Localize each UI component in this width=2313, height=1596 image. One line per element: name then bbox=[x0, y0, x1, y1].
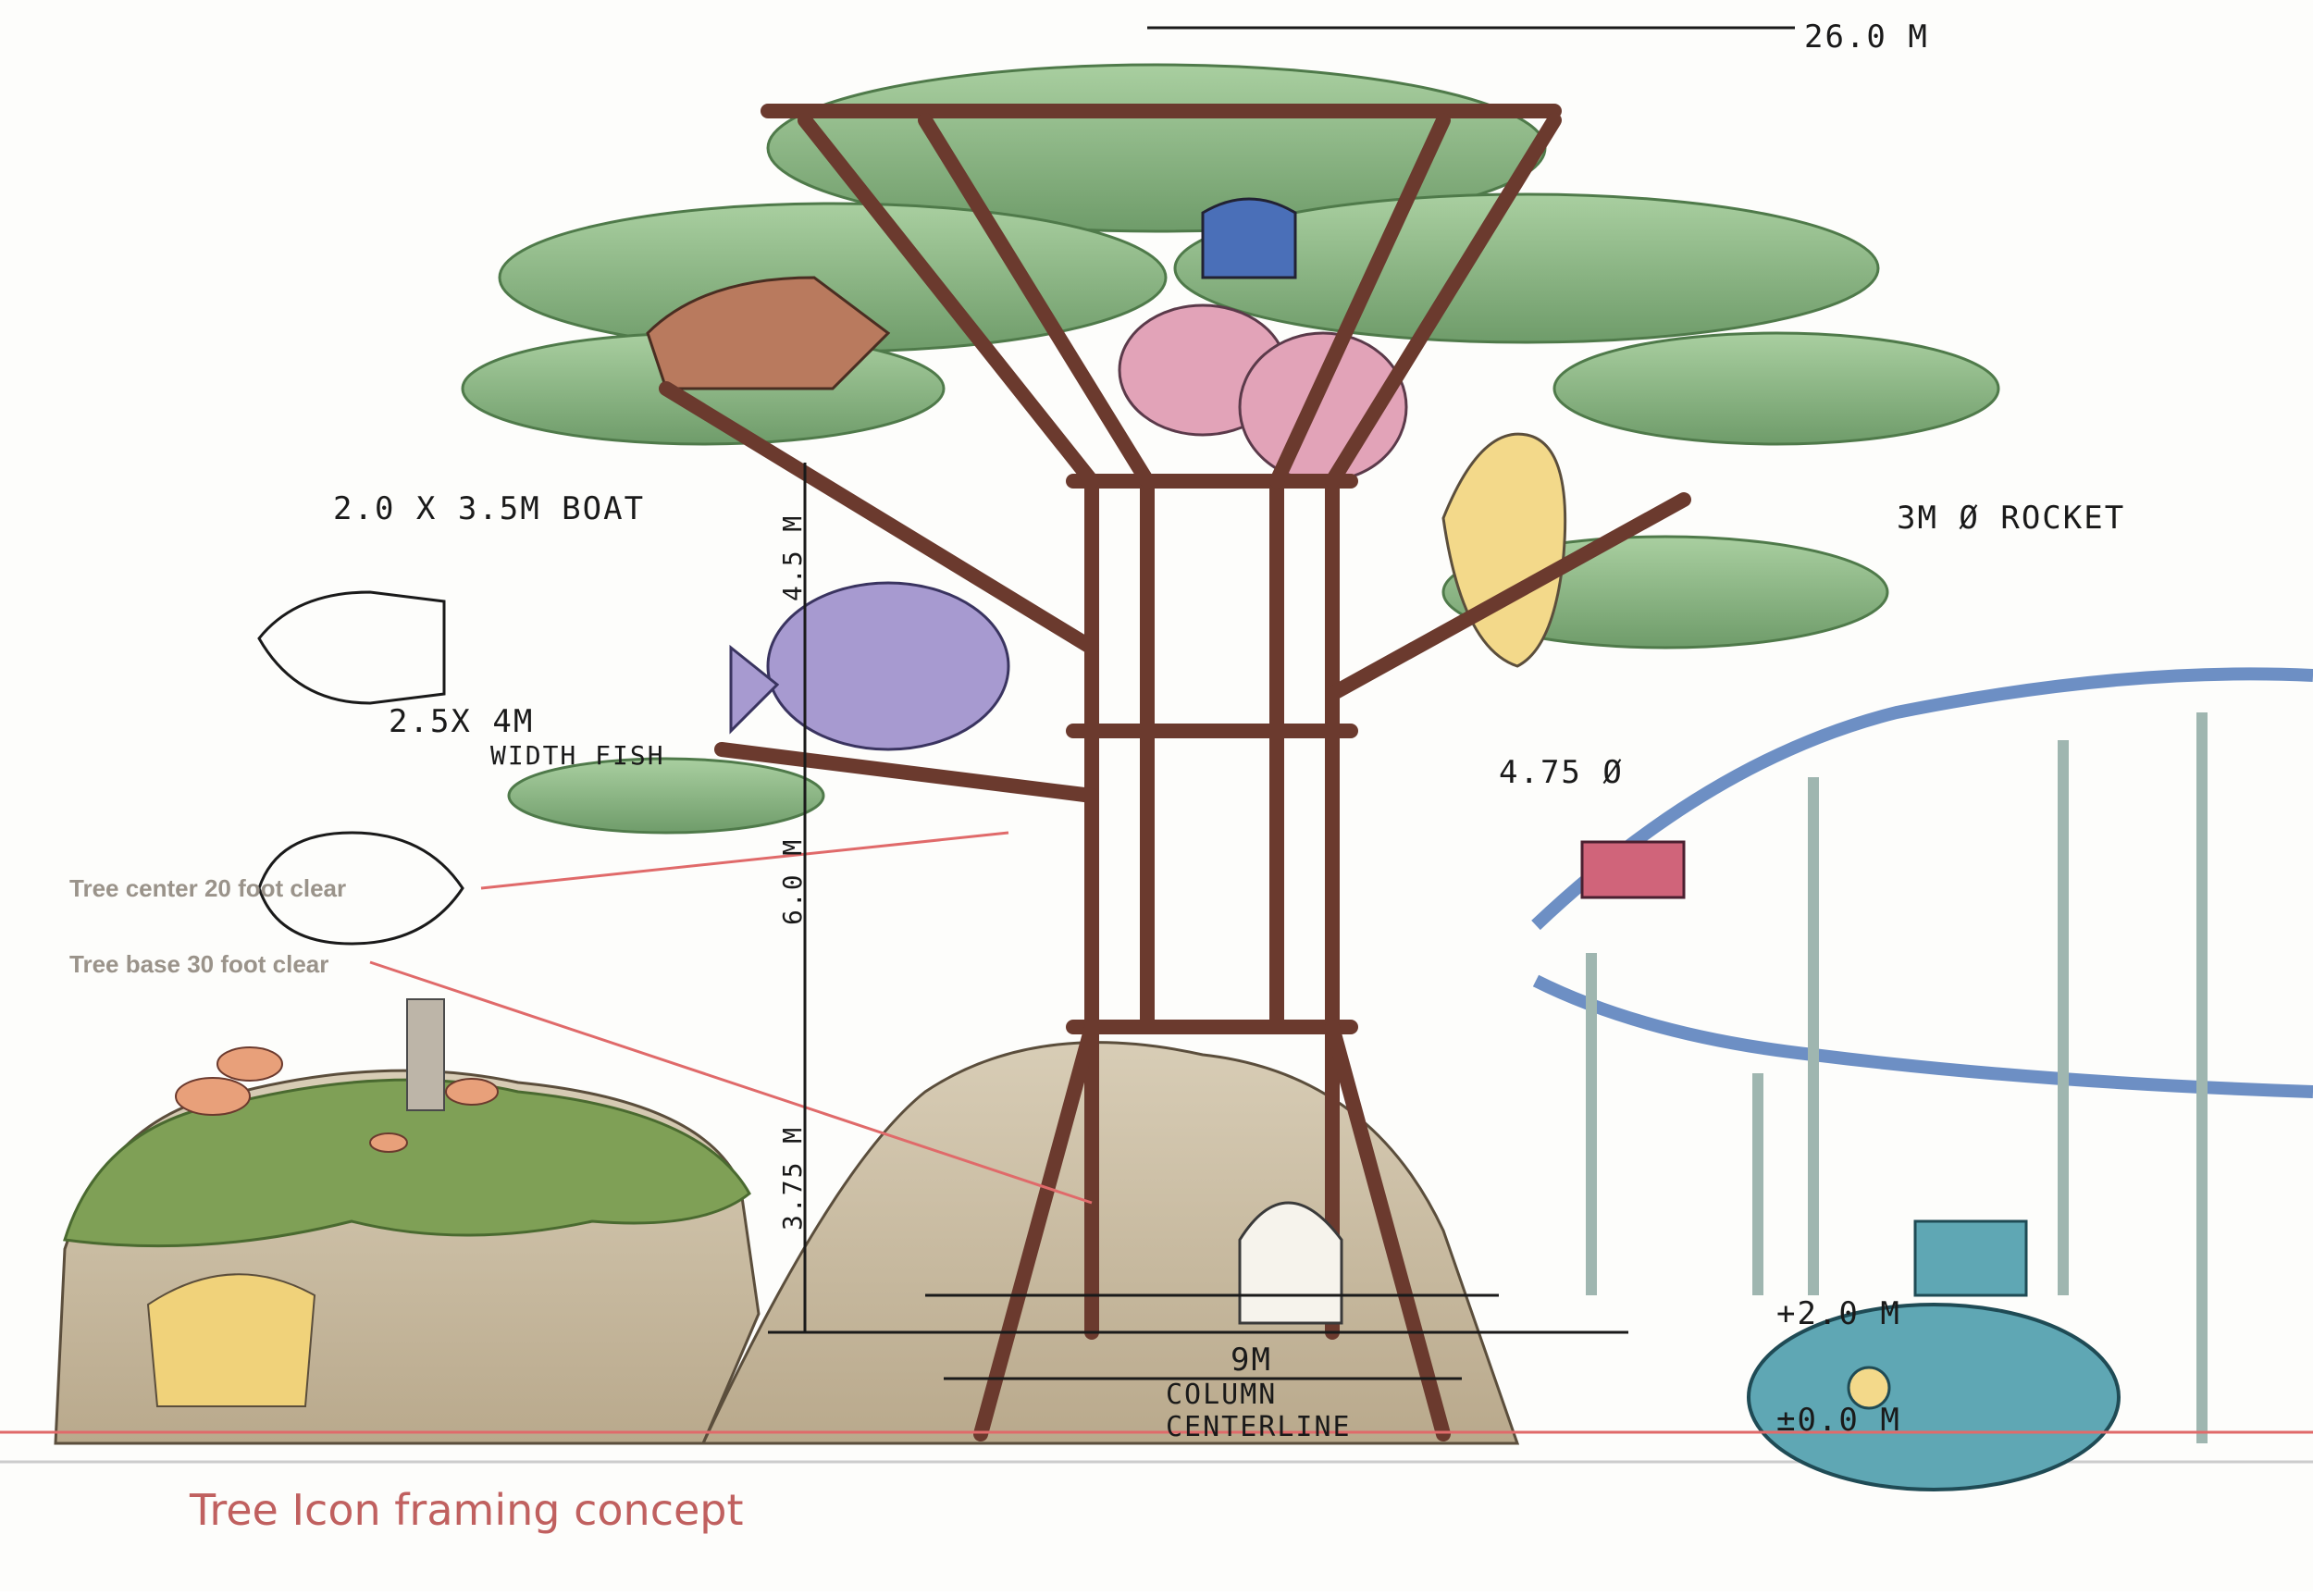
fish-label-width: WIDTH FISH bbox=[490, 740, 665, 771]
boat-label: 2.0 X 3.5M BOAT bbox=[333, 490, 646, 527]
rocket-label: 3M Ø ROCKET bbox=[1897, 500, 2126, 537]
coaster-supports bbox=[1586, 712, 2208, 1443]
dim-middle-label: 6.0 M bbox=[777, 837, 808, 925]
dim-lower-label: 3.75 M bbox=[777, 1125, 808, 1231]
fish-label-size: 2.5X 4M bbox=[389, 703, 535, 740]
elev-base-label: ±0.0 M bbox=[1776, 1402, 1901, 1439]
elev-mid-label: +2.0 M bbox=[1776, 1295, 1901, 1332]
tree-center-note: Tree center 20 foot clear bbox=[69, 874, 347, 902]
trunk-frame bbox=[659, 104, 1691, 1441]
clearance-lines bbox=[0, 831, 2313, 1434]
dimension-lines bbox=[768, 26, 1795, 1380]
submarine-fish bbox=[1747, 1219, 2121, 1491]
trunk-arch bbox=[1238, 1201, 1343, 1325]
plan-sketches bbox=[257, 590, 464, 946]
tree-canopy bbox=[461, 63, 2000, 835]
column-label-line1: COLUMN bbox=[1166, 1379, 1278, 1411]
coaster-car bbox=[1580, 840, 1686, 899]
column-width-label: 9M bbox=[1231, 1342, 1272, 1379]
top-elevation-label: 26.0 M bbox=[1804, 19, 1929, 56]
tree-base-note: Tree base 30 foot clear bbox=[69, 950, 329, 978]
figure-caption: Tree Icon framing concept bbox=[190, 1485, 744, 1535]
dim-upper-label: 4.5 M bbox=[777, 513, 808, 601]
roller-coaster bbox=[1531, 667, 2313, 1098]
column-label-line2: CENTERLINE bbox=[1166, 1411, 1352, 1443]
left-island bbox=[54, 998, 761, 1445]
pods bbox=[646, 197, 1567, 751]
fish-diameter-label: 4.75 Ø bbox=[1499, 754, 1624, 791]
